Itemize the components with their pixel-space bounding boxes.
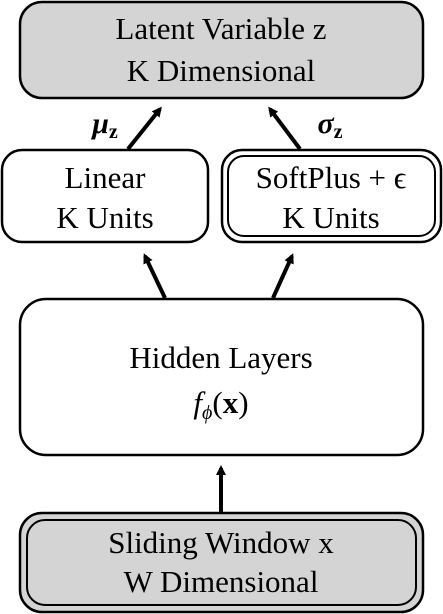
softplus-title: SoftPlus + ϵ (256, 160, 407, 195)
latent-variable-box (18, 0, 425, 100)
latent-variable-node: Latent Variable z K Dimensional (18, 0, 425, 100)
softplus-box-inner (227, 155, 436, 237)
softplus-units: K Units (282, 200, 379, 235)
arrow-hidden-to-softplus (271, 253, 294, 299)
mu-subscript: z (109, 121, 118, 143)
arrow-hidden-to-linear (143, 253, 167, 299)
mu-z-label: μz (90, 107, 118, 143)
sigma-z-label: σz (317, 107, 342, 143)
linear-node: Linear K Units (0, 148, 210, 244)
softplus-node: SoftPlus + ϵ K Units (220, 148, 443, 244)
linear-title: Linear (65, 160, 147, 195)
hidden-layers-function: fϕ(x) (193, 385, 248, 424)
sigma-symbol: σ (317, 107, 334, 140)
input-box-outer (18, 511, 425, 614)
hidden-layers-node: Hidden Layers fϕ(x) (18, 297, 425, 457)
latent-variable-dims: K Dimensional (127, 53, 316, 88)
mu-symbol: μ (90, 107, 109, 140)
hidden-layers-box (18, 297, 425, 457)
sigma-subscript: z (334, 121, 343, 143)
arrow-linear-to-latent (126, 106, 162, 151)
linear-box (0, 148, 210, 244)
linear-units: K Units (56, 200, 153, 235)
input-node: Sliding Window x W Dimensional (18, 511, 425, 614)
function-paren-close: ) (238, 385, 248, 420)
latent-variable-title: Latent Variable z (115, 11, 326, 46)
input-title: Sliding Window x (108, 525, 334, 560)
softplus-box-outer (220, 148, 443, 244)
input-box-inner (26, 519, 417, 606)
hidden-layers-title: Hidden Layers (129, 340, 312, 375)
input-dims: W Dimensional (124, 564, 319, 599)
function-argument: x (223, 385, 239, 420)
function-paren-open: ( (212, 385, 222, 420)
function-subscript: ϕ (202, 402, 212, 424)
arrow-softplus-to-latent (268, 106, 302, 151)
